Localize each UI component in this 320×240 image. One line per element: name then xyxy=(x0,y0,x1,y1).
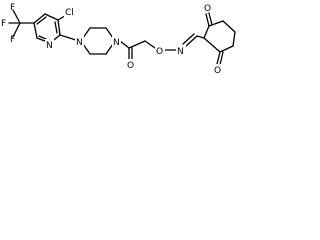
atom-f-top: F xyxy=(10,3,15,13)
bond-pip-c-n4-top xyxy=(105,27,114,39)
bond-py-c3-c2 xyxy=(57,19,61,36)
bond-py-c3-c2-inner xyxy=(54,21,58,34)
chemical-structure-canvas: F F F Cl N N N O O N O O xyxy=(0,0,242,119)
atom-f-left: F xyxy=(1,19,6,29)
bond-n-ch-2 xyxy=(182,33,195,45)
bond-ring-c3-c2 xyxy=(203,37,221,53)
bond-ketone-bottom-2 xyxy=(219,51,224,66)
bond-pip-n4-c-bottom xyxy=(105,43,114,55)
atom-labels: F F F Cl N N N O O N O O xyxy=(1,2,223,76)
bond-n4-carbonyl-c xyxy=(119,40,130,49)
bond-py-c4-c3 xyxy=(44,13,59,21)
bond-carbonyl-ch2 xyxy=(128,40,146,49)
atom-piperazine-n-left: N xyxy=(76,38,83,48)
bond-ring-c1-c6 xyxy=(208,20,224,27)
bond-py-c6-c5 xyxy=(33,22,38,39)
atom-ketone-oxygen-bottom: O xyxy=(214,66,221,76)
bond-ring-c5-c4 xyxy=(232,31,236,47)
atom-ketone-oxygen-top: O xyxy=(204,4,211,14)
atom-chlorine: Cl xyxy=(65,8,74,18)
bond-ring-c6-c5 xyxy=(222,20,236,33)
bond-ketone-bottom-1 xyxy=(216,51,221,65)
bond-ch2-o xyxy=(144,40,156,49)
bond-pip-n1-c-top xyxy=(82,27,91,39)
atom-pyridine-nitrogen: N xyxy=(46,41,53,51)
bond-ring-c4-c3 xyxy=(219,45,234,53)
atom-carbonyl-oxygen: O xyxy=(127,61,134,71)
bond-cf3-f-top xyxy=(12,9,21,24)
bond-ring-c2-c1 xyxy=(203,25,210,39)
bond-pip-c-n1-bottom xyxy=(82,43,91,55)
atom-f-bottom: F xyxy=(10,35,15,45)
bond-c2-piperazine-n xyxy=(59,34,77,41)
bond-n-ch-1 xyxy=(185,35,198,47)
bond-ketone-top-1 xyxy=(205,13,210,27)
bonds xyxy=(8,9,236,66)
atom-piperazine-n-right: N xyxy=(113,38,120,48)
atom-ether-oxygen: O xyxy=(156,47,163,57)
bond-ch-ring xyxy=(196,35,205,39)
atom-oxime-nitrogen: N xyxy=(177,47,184,57)
bond-cf3-f-bottom xyxy=(12,22,21,38)
bond-py-c5-c4-inner xyxy=(36,16,47,25)
bond-py-c5-c4 xyxy=(33,13,46,24)
molecule-drawing: F F F Cl N N N O O N O O xyxy=(1,2,236,76)
bond-ketone-top-2 xyxy=(208,12,213,26)
